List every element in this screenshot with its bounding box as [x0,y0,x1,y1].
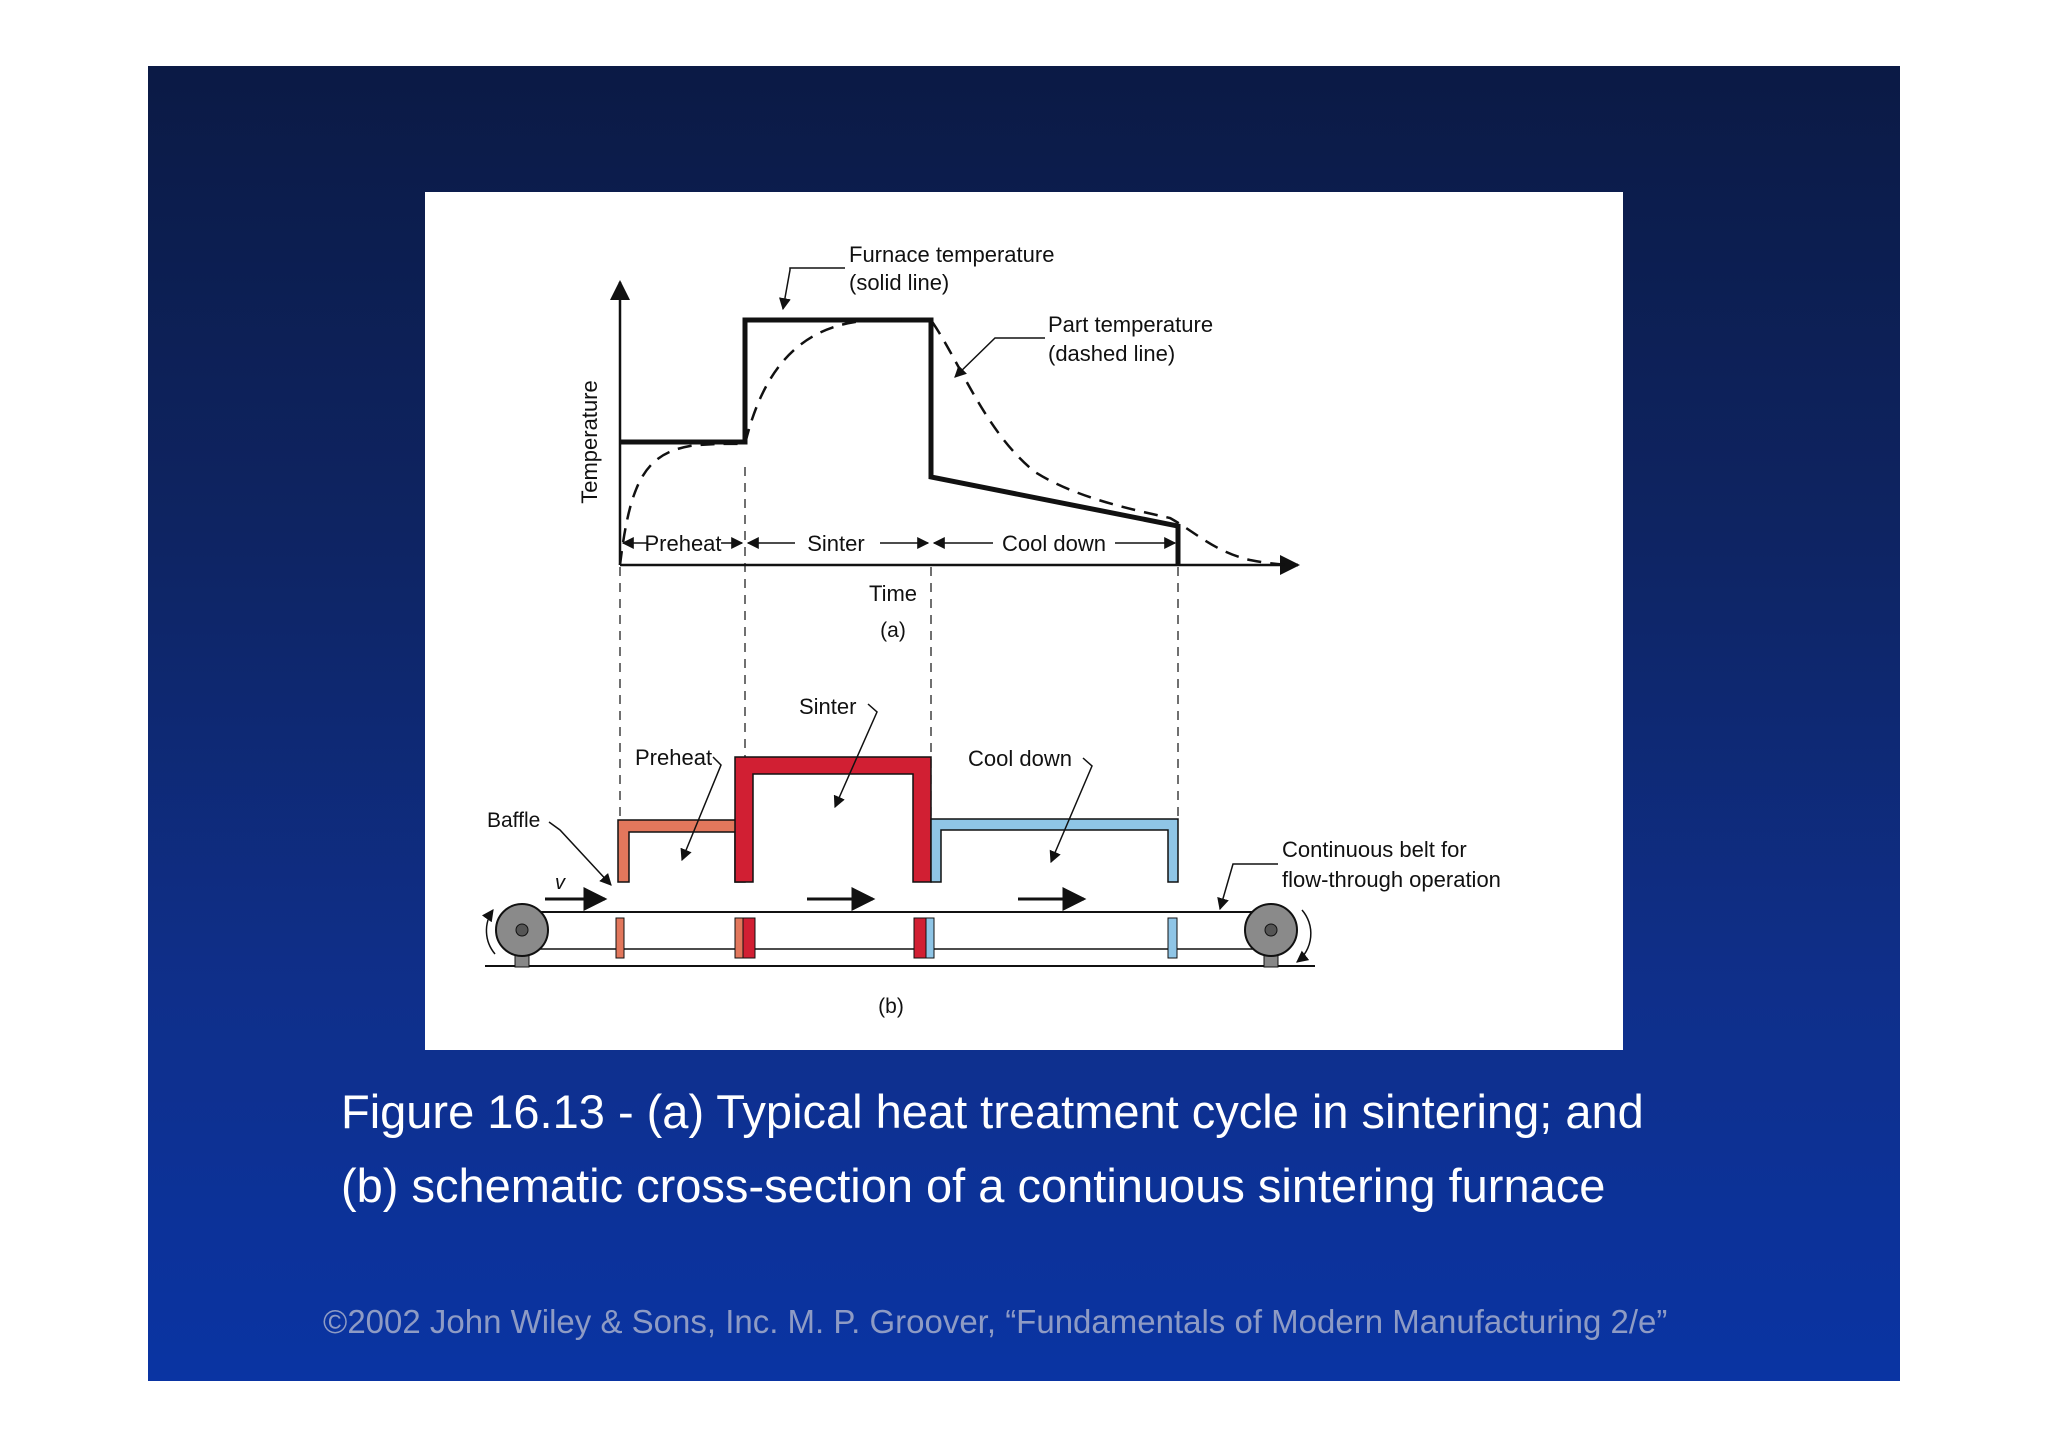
sinter-leader [833,703,878,809]
sinter-label: Sinter [799,694,856,719]
stage-preheat-label: Preheat [644,531,721,556]
stage-cooldown-label: Cool down [1002,531,1106,556]
preheat-section [617,819,746,883]
left-roller [481,903,549,968]
furnace-label-line2: (solid line) [849,270,949,295]
baffle-leader [548,821,612,886]
cooldown-leader [1049,757,1093,864]
baffle-label: Baffle [487,809,540,832]
part-temperature-line [618,318,1299,567]
right-roller [1244,903,1312,968]
preheat-leader [680,756,722,862]
x-axis-label: Time [869,581,917,606]
part-label-line2: (dashed line) [1048,341,1175,366]
belt-leader [1217,863,1278,911]
panel-a: Preheat Sinter Cool down Temperature Tim… [577,242,1300,882]
cooldown-section [930,818,1179,883]
furnace-callout-leader [779,267,845,311]
sintering-diagram: Preheat Sinter Cool down Temperature Tim… [481,242,1501,1018]
y-axis-label: Temperature [577,380,602,504]
preheat-label: Preheat [635,745,712,770]
velocity-label: v [555,872,566,894]
panel-b: v Sinter Preheat Cool down Baffle Contin… [481,694,1501,1018]
figure-caption-line-2: (b) schematic cross-section of a continu… [341,1159,1606,1212]
panel-b-sub-label: (b) [878,995,904,1018]
belt-label-line1: Continuous belt for [1282,837,1467,862]
belt-label-line2: flow-through operation [1282,867,1501,892]
copyright-footer: ©2002 John Wiley & Sons, Inc. M. P. Groo… [323,1303,1668,1340]
sinter-section [734,756,932,883]
cooldown-label: Cool down [968,746,1072,771]
panel-a-sub-label: (a) [880,619,906,642]
figure-caption-line-1: Figure 16.13 - (a) Typical heat treatmen… [341,1085,1644,1138]
part-label-line1: Part temperature [1048,312,1213,337]
figure-panel: Preheat Sinter Cool down Temperature Tim… [425,192,1623,1050]
stage-sinter-label: Sinter [807,531,864,556]
furnace-label-line1: Furnace temperature [849,242,1054,267]
part-callout-leader [954,337,1045,378]
wall-stubs [615,917,1178,959]
